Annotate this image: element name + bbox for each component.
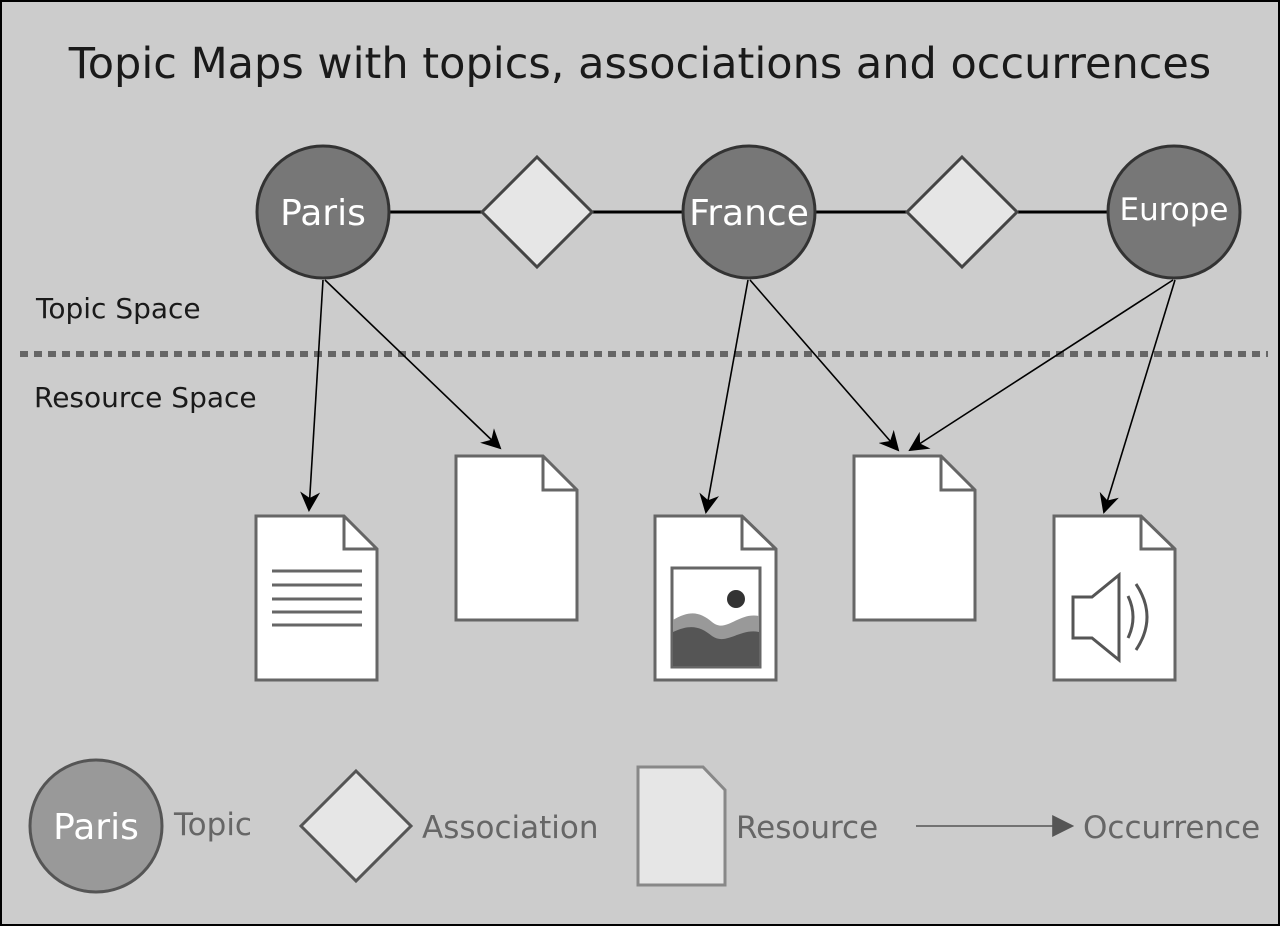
topic-space-label: Topic Space [35,292,201,325]
legend-occurrence: Occurrence [916,810,1260,846]
occurrence-arrow [300,279,324,512]
association-france-europe[interactable] [904,154,1020,270]
topic-circle [255,144,391,280]
resource-r3[interactable] [653,514,778,682]
topic-circle [1106,144,1242,280]
topic-circle [681,144,817,280]
topic-label: Paris [280,193,366,234]
legend-association: Association [298,768,599,884]
legend-topic-sample: Paris [53,807,139,848]
legend-occurrence-label: Occurrence [1083,810,1260,846]
occurrence-arrows [300,279,1176,514]
legend-topic: Paris Topic [28,758,252,894]
sun-icon [727,590,745,608]
occurrence-arrow [908,279,1174,452]
topic-europe[interactable]: Europe [1106,144,1242,280]
occurrence-arrow [324,279,502,450]
resource-r2[interactable] [454,454,579,622]
occurrence-arrow [749,279,900,452]
resource-space-label: Resource Space [34,381,257,414]
occurrence-arrow [1099,279,1176,514]
page-fold [740,516,776,551]
blank-document-icon [454,454,579,622]
text-lines [272,569,362,627]
resource-r4[interactable] [852,454,977,622]
sound-wave-large [1134,583,1149,651]
association-paris-france[interactable] [479,154,595,270]
resource-r1[interactable] [254,514,379,682]
legend-topic-circle [28,758,164,894]
page-fold [342,516,377,551]
legend-association-diamond [298,768,414,884]
page-fold [939,456,975,492]
speaker-icon [1071,571,1121,664]
hill-front [673,627,759,666]
topic-paris[interactable]: Paris [255,144,391,280]
page-fold [541,456,577,492]
legend-topic-label: Topic [173,807,252,843]
legend: Paris Topic Association Resource Occurre… [28,758,1260,894]
legend-association-label: Association [422,810,599,846]
topic-label: France [689,193,809,234]
legend-resource-label: Resource [736,810,878,846]
diagram-title: Topic Maps with topics, associations and… [68,39,1211,89]
blank-document-icon [852,454,977,622]
topic-france[interactable]: France [681,144,817,280]
resource-r5[interactable] [1052,514,1177,682]
sound-wave-small [1126,595,1135,639]
legend-resource-document-icon [636,765,727,887]
legend-resource: Resource [636,765,878,887]
topic-label: Europe [1119,192,1228,228]
page-fold [1139,516,1175,551]
occurrence-arrow [699,279,749,514]
